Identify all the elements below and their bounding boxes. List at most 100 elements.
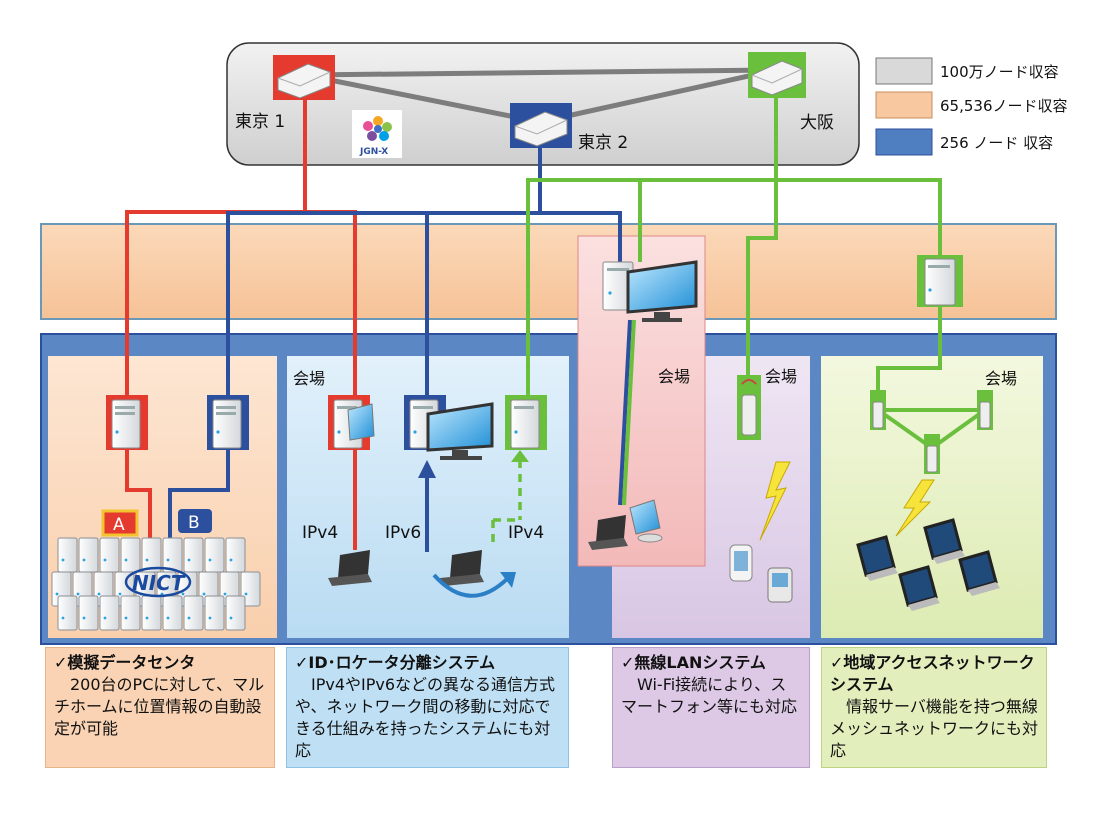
- label-osaka: 大阪: [800, 113, 834, 133]
- legend-label-orange: 65,536ノード収容: [940, 97, 1068, 115]
- venue-label-wireless: 会場: [765, 367, 797, 386]
- cluster-server: [225, 595, 246, 631]
- server-venue-red: [328, 395, 375, 450]
- desc-wireless-title: ✓無線LANシステム: [621, 653, 766, 672]
- jgn-x-logo-text: JGN-X: [359, 147, 388, 157]
- cluster-server: [162, 595, 183, 631]
- green-arrow-head: [511, 450, 529, 462]
- laptop-pink: [588, 499, 663, 550]
- desc-datacenter-body: 200台のPCに対して、マルチホームに位置情報の自動設定が可能: [54, 675, 265, 738]
- desc-wireless: ✓無線LANシステム Wi-Fi接続により、スマートフォン等にも対応: [612, 647, 810, 768]
- tablet-stand: [866, 567, 898, 581]
- cluster-server: [99, 595, 120, 631]
- protocol-label-ipv4-left: IPv4: [302, 523, 338, 543]
- venue-label-regional: 会場: [985, 369, 1017, 388]
- cluster-server-led: [124, 616, 128, 620]
- server-dc-blue: [207, 395, 249, 450]
- venue-label-pink: 会場: [658, 367, 690, 386]
- cluster-server-led: [223, 592, 227, 596]
- cluster-server-led: [187, 616, 191, 620]
- legend-label-blue: 256 ノード 収容: [940, 134, 1053, 152]
- cluster-server-led: [103, 558, 107, 562]
- svg-text:A: A: [113, 515, 125, 535]
- access-point-mesh-1: [870, 390, 886, 430]
- cluster-server: [120, 595, 141, 631]
- lightning-icon-wireless: [759, 461, 791, 541]
- venue-label-id: 会場: [293, 369, 325, 388]
- label-tokyo2: 東京 2: [578, 133, 628, 153]
- lightning-icon-mesh: [895, 479, 935, 537]
- monitor-venue: [426, 402, 494, 460]
- protocol-label-ipv4-right: IPv4: [508, 523, 544, 543]
- cluster-server-led: [118, 592, 122, 596]
- server-dc-red: [106, 395, 148, 450]
- cluster-server-led: [61, 616, 65, 620]
- legend-swatch-gray: [875, 57, 933, 85]
- cluster-server-led: [61, 558, 65, 562]
- cluster-server-led: [82, 616, 86, 620]
- cluster-server: [204, 595, 225, 631]
- legend-label-gray: 100万ノード収容: [940, 63, 1059, 81]
- cluster-server: [141, 595, 162, 631]
- cluster-server: [183, 595, 204, 631]
- legend-swatch-blue: [875, 128, 933, 156]
- cluster-server-led: [124, 558, 128, 562]
- nict-logo: NICT: [124, 566, 192, 598]
- server-orange-green: [917, 255, 963, 307]
- cluster-server-led: [145, 616, 149, 620]
- laptop-ipv4: [328, 550, 372, 586]
- desc-datacenter-title: ✓模擬データセンタ: [54, 653, 196, 672]
- desc-regional: ✓地域アクセスネットワークシステム 情報サーバ機能を持つ無線メッシュネットワーク…: [821, 647, 1047, 768]
- desc-regional-body: 情報サーバ機能を持つ無線メッシュネットワークにも対応: [830, 697, 1039, 760]
- cluster-server-led: [181, 592, 185, 596]
- badge-b: B: [178, 509, 212, 533]
- router-tokyo1: [273, 55, 335, 100]
- server-cluster: [51, 537, 261, 631]
- desc-wireless-body: Wi-Fi接続により、スマートフォン等にも対応: [621, 675, 798, 716]
- blue-links: [168, 140, 632, 552]
- legend-swatch-orange: [875, 91, 933, 119]
- laptop-mobile: [440, 550, 484, 586]
- desc-id-locator-body: IPv4やIPv6などの異なる通信方式や、ネットワーク間の移動に対応できる仕組み…: [295, 675, 556, 760]
- desc-id-locator-title: ✓ID･ロケータ分離システム: [295, 653, 496, 672]
- svg-text:NICT: NICT: [132, 571, 186, 595]
- tablet-stand: [968, 582, 1000, 596]
- badge-a: A: [101, 509, 139, 537]
- cluster-server: [240, 571, 261, 607]
- cluster-server: [57, 537, 78, 573]
- cluster-server: [78, 595, 99, 631]
- protocol-label-ipv6: IPv6: [385, 523, 421, 543]
- server-venue-green: [505, 395, 547, 450]
- access-point-wireless: [737, 375, 761, 440]
- cluster-server-led: [208, 616, 212, 620]
- cluster-server-led: [55, 592, 59, 596]
- cluster-server: [99, 537, 120, 573]
- router-tokyo2: [510, 103, 572, 148]
- server-pink: [602, 261, 634, 311]
- cluster-server-led: [208, 558, 212, 562]
- svg-text:B: B: [188, 513, 200, 533]
- cluster-server: [162, 537, 183, 573]
- desc-id-locator: ✓ID･ロケータ分離システム IPv4やIPv6などの異なる通信方式や、ネットワ…: [286, 647, 569, 768]
- monitor-pink: [626, 260, 698, 322]
- cluster-server-led: [166, 616, 170, 620]
- access-point-mesh-3: [924, 434, 940, 474]
- cluster-server: [204, 537, 225, 573]
- cluster-server: [120, 537, 141, 573]
- router-osaka: [748, 52, 806, 98]
- orange-region: [40, 223, 1057, 320]
- blue-arrow-head: [418, 460, 436, 478]
- core-links: [304, 67, 777, 125]
- access-point-mesh-2: [977, 390, 993, 430]
- smartphone-2: [767, 567, 793, 603]
- cluster-server-led: [76, 592, 80, 596]
- legend: 100万ノード収容 65,536ノード収容 256 ノード 収容: [875, 57, 1068, 156]
- label-tokyo1: 東京 1: [235, 112, 285, 132]
- cluster-server-led: [82, 558, 86, 562]
- desc-datacenter: ✓模擬データセンタ 200台のPCに対して、マルチホームに位置情報の自動設定が可…: [45, 647, 275, 768]
- cluster-server-led: [229, 616, 233, 620]
- jgn-x-logo: JGN-X: [352, 110, 402, 158]
- tablets: [856, 518, 1000, 611]
- cluster-server-led: [103, 616, 107, 620]
